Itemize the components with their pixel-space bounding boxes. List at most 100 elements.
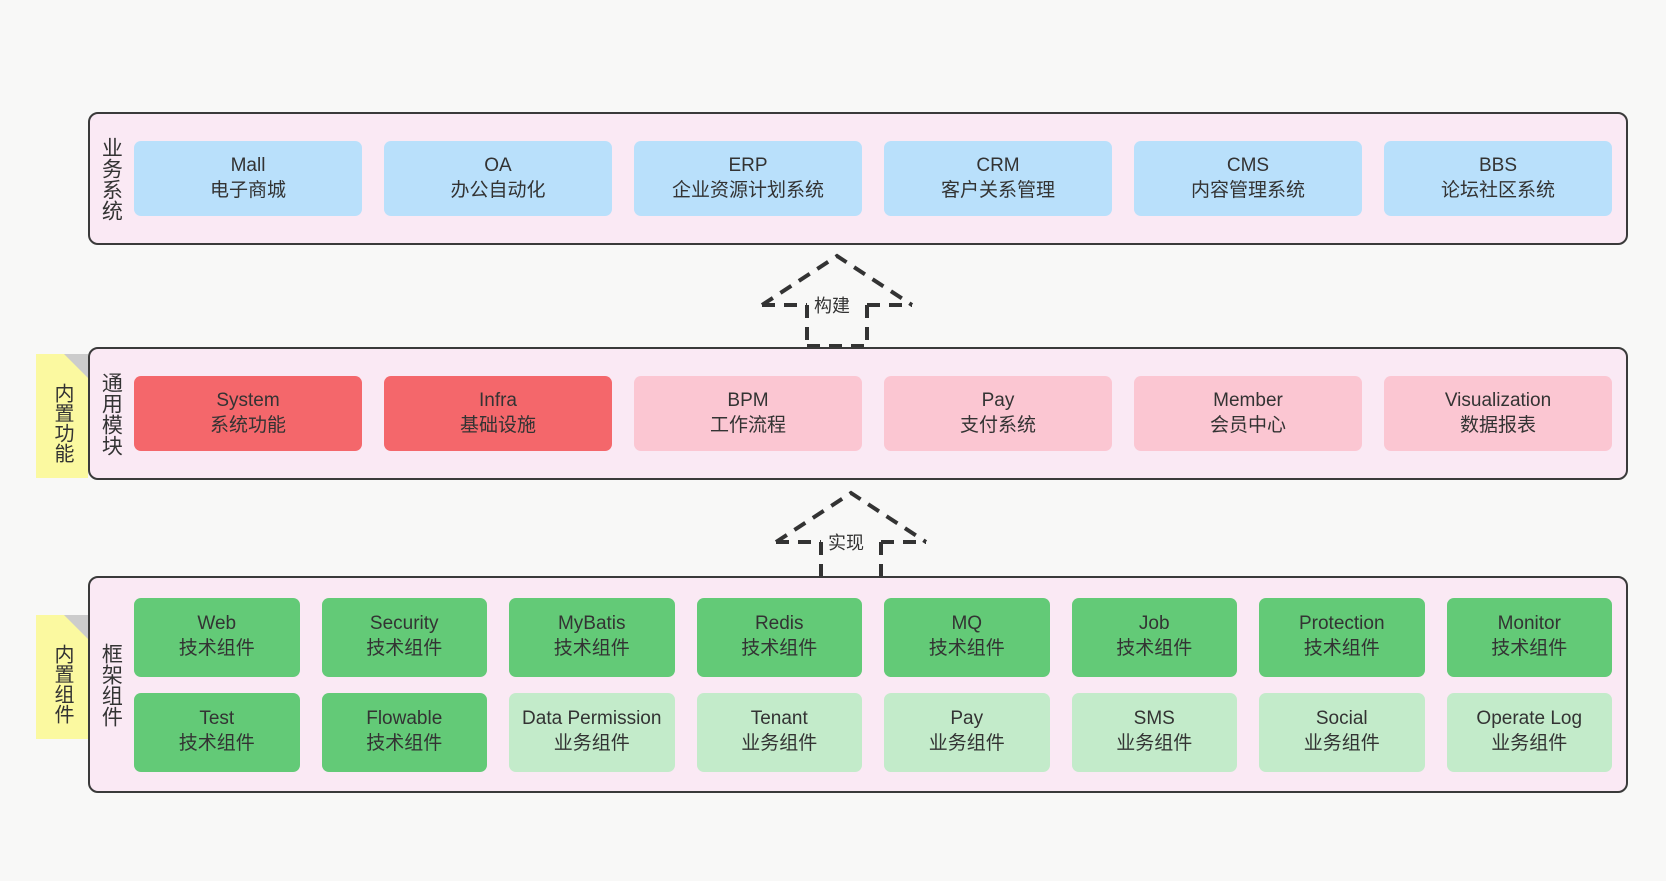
card-subtitle: 系统功能 bbox=[209, 414, 286, 436]
card-row: System 系统功能 Infra 基础设施 BPM 工作流程 Pay 支付系统… bbox=[134, 376, 1612, 451]
card-title: Data Permission bbox=[522, 708, 662, 730]
sticky-fold-icon bbox=[64, 615, 88, 639]
card-oa[interactable]: OA 办公自动化 bbox=[384, 141, 612, 216]
card-erp[interactable]: ERP 企业资源计划系统 bbox=[634, 141, 862, 216]
card-title: Monitor bbox=[1497, 613, 1561, 635]
card-subtitle: 工作流程 bbox=[709, 414, 786, 436]
card-title: Redis bbox=[754, 613, 804, 635]
card-infra[interactable]: Infra 基础设施 bbox=[384, 376, 612, 451]
card-subtitle: 技术组件 bbox=[178, 638, 255, 659]
card-title: SMS bbox=[1133, 708, 1175, 730]
card-title: MQ bbox=[951, 613, 983, 635]
card-operate-log[interactable]: Operate Log 业务组件 bbox=[1446, 692, 1612, 772]
card-title: Flowable bbox=[366, 708, 443, 730]
card-data-permission[interactable]: Data Permission 业务组件 bbox=[509, 692, 675, 772]
arrow-build-label: 构建 bbox=[814, 296, 850, 316]
card-crm[interactable]: CRM 客户关系管理 bbox=[884, 141, 1112, 216]
card-monitor[interactable]: Monitor 技术组件 bbox=[1446, 597, 1612, 677]
layer-business-system-body: Mall 电子商城 OA 办公自动化 ERP 企业资源计划系统 CRM 客户关系… bbox=[130, 114, 1626, 243]
layer-common-module-body: System 系统功能 Infra 基础设施 BPM 工作流程 Pay 支付系统… bbox=[130, 349, 1626, 478]
card-redis[interactable]: Redis 技术组件 bbox=[696, 597, 862, 677]
card-pay-business[interactable]: Pay 业务组件 bbox=[884, 692, 1050, 772]
card-subtitle: 技术组件 bbox=[928, 638, 1005, 659]
card-web[interactable]: Web 技术组件 bbox=[134, 597, 300, 677]
layer-framework-component-body: Web 技术组件 Security 技术组件 MyBatis 技术组件 Redi… bbox=[130, 578, 1626, 791]
card-subtitle: 内容管理系统 bbox=[1190, 179, 1305, 201]
card-bbs[interactable]: BBS 论坛社区系统 bbox=[1384, 141, 1612, 216]
card-mybatis[interactable]: MyBatis 技术组件 bbox=[509, 597, 675, 677]
card-job[interactable]: Job 技术组件 bbox=[1071, 597, 1237, 677]
card-title: Member bbox=[1213, 389, 1283, 411]
card-subtitle: 技术组件 bbox=[1303, 638, 1380, 659]
card-pay[interactable]: Pay 支付系统 bbox=[884, 376, 1112, 451]
card-social[interactable]: Social 业务组件 bbox=[1259, 692, 1425, 772]
card-row: Web 技术组件 Security 技术组件 MyBatis 技术组件 Redi… bbox=[134, 597, 1612, 677]
card-title: CMS bbox=[1226, 154, 1270, 176]
card-subtitle: 技术组件 bbox=[178, 733, 255, 754]
sticky-fold-icon bbox=[64, 354, 88, 378]
card-subtitle: 论坛社区系统 bbox=[1440, 179, 1555, 201]
card-subtitle: 办公自动化 bbox=[450, 179, 546, 201]
card-protection[interactable]: Protection 技术组件 bbox=[1259, 597, 1425, 677]
card-title: Operate Log bbox=[1476, 708, 1583, 730]
card-title: ERP bbox=[728, 154, 768, 176]
card-title: Tenant bbox=[750, 708, 808, 730]
generalization-arrow-implement: 实现 bbox=[766, 487, 936, 585]
sticky-note-label: 内置组件 bbox=[51, 644, 73, 724]
card-title: Social bbox=[1315, 708, 1368, 730]
card-subtitle: 技术组件 bbox=[366, 638, 443, 659]
card-flowable[interactable]: Flowable 技术组件 bbox=[321, 692, 487, 772]
card-title: OA bbox=[484, 154, 512, 176]
card-tenant[interactable]: Tenant 业务组件 bbox=[696, 692, 862, 772]
card-title: Visualization bbox=[1444, 389, 1552, 411]
layer-framework-component-label: 框架组件 bbox=[99, 642, 123, 727]
card-mall[interactable]: Mall 电子商城 bbox=[134, 141, 362, 216]
card-sms[interactable]: SMS 业务组件 bbox=[1071, 692, 1237, 772]
card-subtitle: 技术组件 bbox=[366, 733, 443, 754]
generalization-arrow-build: 构建 bbox=[752, 250, 922, 348]
card-title: Test bbox=[199, 708, 235, 730]
card-subtitle: 支付系统 bbox=[959, 414, 1036, 436]
card-system[interactable]: System 系统功能 bbox=[134, 376, 362, 451]
card-title: Pay bbox=[950, 708, 984, 730]
card-title: BBS bbox=[1478, 154, 1518, 176]
layer-common-module-label: 通用模块 bbox=[99, 371, 123, 456]
card-title: Web bbox=[197, 613, 237, 635]
arrow-implement-label: 实现 bbox=[828, 533, 864, 553]
card-subtitle: 业务组件 bbox=[1491, 733, 1568, 754]
card-subtitle: 技术组件 bbox=[1116, 638, 1193, 659]
card-title: Infra bbox=[478, 389, 518, 411]
card-mq[interactable]: MQ 技术组件 bbox=[884, 597, 1050, 677]
card-title: BPM bbox=[727, 389, 769, 411]
card-title: Protection bbox=[1298, 613, 1385, 635]
sticky-note-builtin-component: 内置组件 bbox=[36, 615, 88, 739]
sticky-note-label: 内置功能 bbox=[51, 383, 73, 463]
card-cms[interactable]: CMS 内容管理系统 bbox=[1134, 141, 1362, 216]
layer-business-system: 业务系统 Mall 电子商城 OA 办公自动化 ERP 企业资源计划系统 CRM… bbox=[88, 112, 1628, 245]
card-test[interactable]: Test 技术组件 bbox=[134, 692, 300, 772]
card-subtitle: 业务组件 bbox=[928, 733, 1005, 754]
card-title: CRM bbox=[976, 154, 1020, 176]
card-subtitle: 技术组件 bbox=[741, 638, 818, 659]
card-title: Job bbox=[1138, 613, 1170, 635]
card-visualization[interactable]: Visualization 数据报表 bbox=[1384, 376, 1612, 451]
card-subtitle: 数据报表 bbox=[1459, 414, 1536, 436]
card-title: System bbox=[216, 389, 280, 411]
card-subtitle: 技术组件 bbox=[553, 638, 630, 659]
card-title: MyBatis bbox=[557, 613, 626, 635]
card-bpm[interactable]: BPM 工作流程 bbox=[634, 376, 862, 451]
card-subtitle: 业务组件 bbox=[741, 733, 818, 754]
card-subtitle: 基础设施 bbox=[459, 414, 536, 436]
card-member[interactable]: Member 会员中心 bbox=[1134, 376, 1362, 451]
card-subtitle: 技术组件 bbox=[1491, 638, 1568, 659]
card-subtitle: 业务组件 bbox=[1116, 733, 1193, 754]
sticky-note-builtin-function: 内置功能 bbox=[36, 354, 88, 478]
card-row: Test 技术组件 Flowable 技术组件 Data Permission … bbox=[134, 692, 1612, 772]
card-title: Mall bbox=[230, 154, 266, 176]
card-subtitle: 业务组件 bbox=[553, 733, 630, 754]
layer-business-system-label: 业务系统 bbox=[99, 136, 123, 221]
card-title: Security bbox=[369, 613, 439, 635]
layer-common-module: 通用模块 System 系统功能 Infra 基础设施 BPM 工作流程 Pay… bbox=[88, 347, 1628, 480]
card-security[interactable]: Security 技术组件 bbox=[321, 597, 487, 677]
card-subtitle: 会员中心 bbox=[1209, 414, 1286, 436]
